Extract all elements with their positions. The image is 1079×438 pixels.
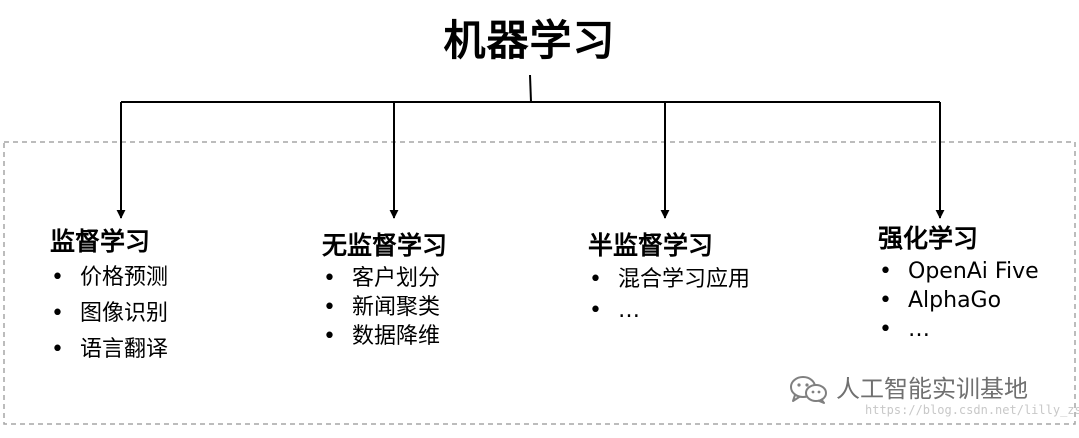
category-item-list: 混合学习应用 … <box>588 264 823 326</box>
category-reinforcement-learning: 强化学习 OpenAi Five AlphaGo … <box>878 223 1079 344</box>
category-semi-supervised-learning: 半监督学习 混合学习应用 … <box>588 230 823 326</box>
category-item-list: 客户划分 新闻聚类 数据降维 <box>322 264 557 351</box>
category-item: OpenAi Five <box>878 257 1079 286</box>
category-item: … <box>878 315 1079 344</box>
root-connector <box>529 74 532 103</box>
watermark: 人工智能实训基地 <box>788 373 1028 405</box>
category-item: 图像识别 <box>50 296 285 332</box>
category-item-list: OpenAi Five AlphaGo … <box>878 257 1079 344</box>
category-item-list: 价格预测 图像识别 语言翻译 <box>50 260 285 368</box>
category-item: AlphaGo <box>878 286 1079 315</box>
category-title: 强化学习 <box>878 224 979 253</box>
category-item: 新闻聚类 <box>322 293 557 322</box>
category-item: … <box>588 295 823 326</box>
category-title: 监督学习 <box>50 227 151 256</box>
category-item: 混合学习应用 <box>588 264 823 295</box>
watermark-text: 人工智能实训基地 <box>836 375 1028 403</box>
category-title: 半监督学习 <box>588 231 714 260</box>
watermark-url: https://blog.csdn.net/lilly_zs <box>865 403 1079 417</box>
diagram-title: 机器学习 <box>443 16 616 65</box>
wechat-icon <box>790 376 827 404</box>
category-item: 数据降维 <box>322 322 557 351</box>
category-item: 价格预测 <box>50 260 285 296</box>
category-item: 客户划分 <box>322 264 557 293</box>
category-unsupervised-learning: 无监督学习 客户划分 新闻聚类 数据降维 <box>322 230 557 351</box>
dashed-group-border <box>3 141 1076 425</box>
category-supervised-learning: 监督学习 价格预测 图像识别 语言翻译 <box>50 226 285 368</box>
category-item: 语言翻译 <box>50 332 285 368</box>
category-title: 无监督学习 <box>322 231 448 260</box>
